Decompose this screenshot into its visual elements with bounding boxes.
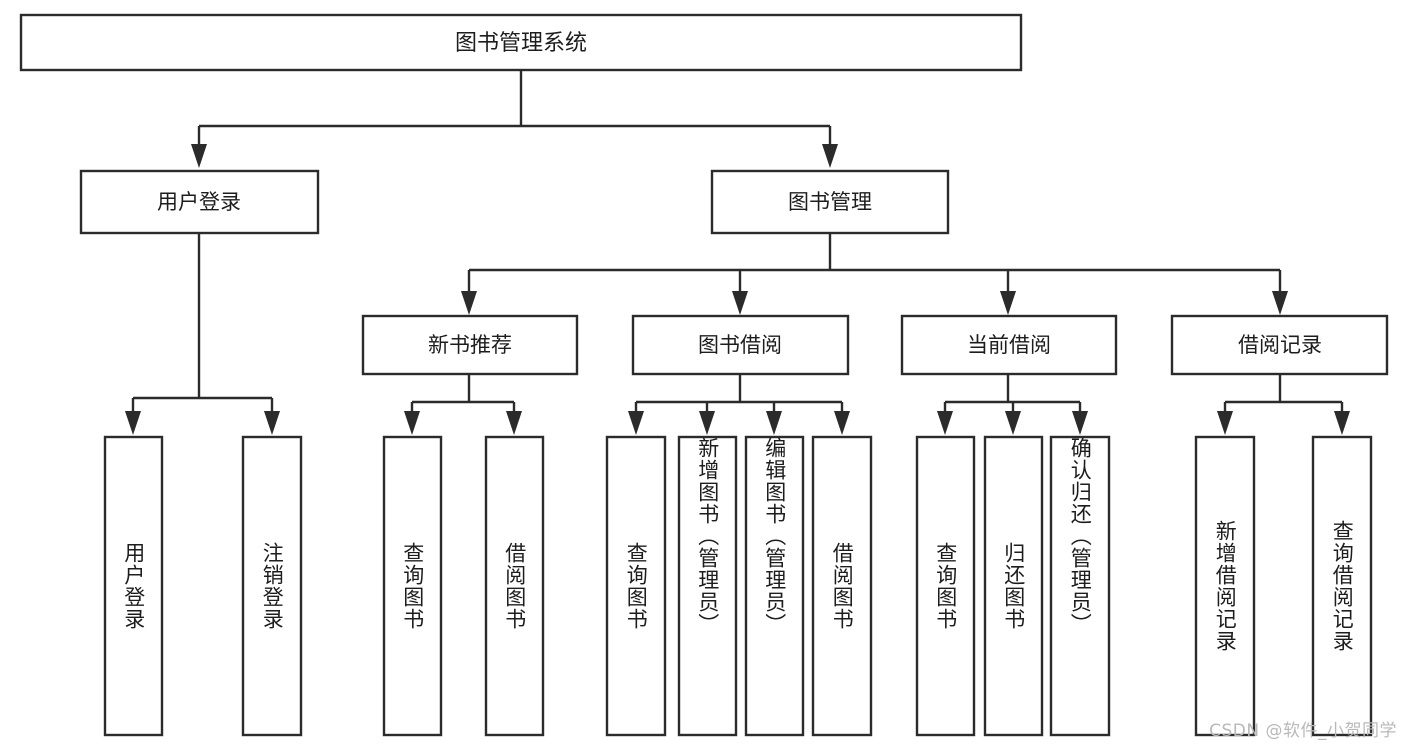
node-leaf-query-book-3[interactable] [915, 435, 976, 737]
arrowhead-borrow-record [1272, 291, 1288, 315]
arrowhead-leaf-user-login [125, 411, 141, 435]
arrowhead-leaf-confirm-return [1072, 411, 1088, 435]
arrowhead-leaf-query-book-1 [404, 411, 420, 435]
edge-group-user-login-to-leaves [125, 234, 280, 435]
node-leaf-query-record[interactable] [1311, 435, 1373, 737]
edge-group-book-management-to-level3 [461, 232, 1288, 315]
node-book-borrow-label: 图书借阅 [698, 333, 782, 357]
node-leaf-return-book[interactable] [983, 435, 1044, 737]
node-leaf-confirm-return[interactable] [1049, 435, 1111, 737]
arrowhead-leaf-add-book [699, 411, 715, 435]
node-leaf-borrow-book-2[interactable] [811, 435, 873, 737]
arrowhead-book-borrow [732, 291, 748, 315]
node-leaf-user-login[interactable] [103, 435, 164, 737]
arrowhead-leaf-borrow-book-1 [506, 411, 522, 435]
arrowhead-new-book-recommend [461, 291, 477, 315]
arrowhead-leaf-borrow-book-2 [834, 411, 850, 435]
node-current-borrow[interactable] [900, 314, 1118, 376]
edge-group-current-borrow-to-leaves [937, 375, 1088, 435]
node-book-borrow[interactable] [631, 314, 850, 376]
node-borrow-record-label: 借阅记录 [1238, 333, 1322, 357]
arrowhead-leaf-edit-book [766, 411, 782, 435]
arrowhead-leaf-logout-login [264, 411, 280, 435]
node-leaf-add-book[interactable] [677, 435, 738, 737]
arrowhead-leaf-query-record [1334, 411, 1350, 435]
node-user-login-label: 用户登录 [157, 190, 241, 214]
edge-group-root-to-level2 [191, 70, 838, 168]
node-leaf-query-book-1[interactable] [382, 435, 443, 737]
arrowhead-user-login [191, 144, 207, 168]
node-leaf-edit-book[interactable] [744, 435, 805, 737]
node-leaf-query-book-2[interactable] [605, 435, 667, 737]
arrowhead-leaf-return-book [1005, 411, 1021, 435]
edge-group-new-book-recommend-to-leaves [404, 375, 522, 435]
csdn-watermark: CSDN @软件_小贺同学 [1209, 721, 1397, 741]
node-leaf-logout-login[interactable] [241, 435, 303, 737]
edge-group-book-borrow-to-leaves [628, 375, 850, 435]
arrowhead-book-management [822, 144, 838, 168]
node-new-book-recommend[interactable] [361, 314, 579, 376]
node-root-label: 图书管理系统 [455, 31, 587, 56]
node-leaf-add-record[interactable] [1194, 435, 1256, 737]
arrowhead-leaf-add-record [1217, 411, 1233, 435]
node-borrow-record[interactable] [1170, 314, 1389, 376]
arrowhead-leaf-query-book-3 [937, 411, 953, 435]
node-leaf-borrow-book-1[interactable] [484, 435, 545, 737]
node-user-login[interactable] [79, 169, 320, 235]
arrowhead-current-borrow [1000, 291, 1016, 315]
node-current-borrow-label: 当前借阅 [967, 333, 1051, 357]
arrowhead-leaf-query-book-2 [628, 411, 644, 435]
node-root[interactable] [19, 13, 1023, 72]
node-new-book-recommend-label: 新书推荐 [428, 333, 512, 357]
edge-group-borrow-record-to-leaves [1217, 375, 1350, 435]
node-book-management[interactable] [710, 169, 950, 235]
node-book-management-label: 图书管理 [788, 190, 872, 214]
